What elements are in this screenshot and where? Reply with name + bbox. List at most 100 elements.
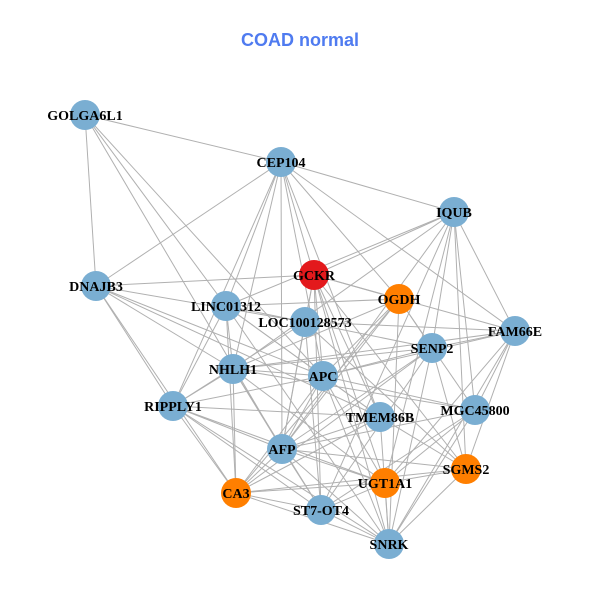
edge-ripply1-st7-ot4 — [172, 405, 322, 511]
node-label-ca3: CA3 — [222, 487, 249, 502]
node-golga6l1[interactable] — [70, 100, 100, 130]
edge-iqub-senp2 — [431, 211, 455, 349]
edge-iqub-fam66e — [453, 211, 516, 332]
node-iqub[interactable] — [439, 197, 469, 227]
node-label-afp: AFP — [268, 443, 296, 458]
node-label-loc100128573: LOC100128573 — [258, 316, 351, 331]
edge-ripply1-snrk — [172, 405, 390, 545]
edge-apc-mgc45800 — [322, 375, 476, 411]
edge-cep104-fam66e — [280, 161, 516, 332]
edge-iqub-gckr — [313, 211, 455, 276]
node-ogdh[interactable] — [384, 284, 414, 314]
edge-cep104-iqub — [280, 161, 455, 213]
edge-apc-ugt1a1 — [322, 375, 386, 484]
edge-sgms2-ca3 — [235, 468, 467, 494]
edge-fam66e-nhlh1 — [232, 330, 516, 370]
edge-tmem86b-ca3 — [235, 416, 381, 494]
node-snrk[interactable] — [374, 529, 404, 559]
edge-linc01312-ca3 — [225, 305, 237, 494]
edge-iqub-mgc45800 — [453, 211, 476, 411]
node-label-fam66e: FAM66E — [488, 325, 542, 340]
edge-gckr-ugt1a1 — [313, 274, 386, 484]
edge-dnajb3-ripply1 — [95, 285, 174, 407]
edge-senp2-snrk — [388, 347, 433, 545]
node-label-linc01312: LINC01312 — [191, 300, 261, 315]
edge-nhlh1-apc — [232, 368, 324, 377]
node-fam66e[interactable] — [500, 316, 530, 346]
edge-iqub-linc01312 — [225, 211, 455, 307]
node-linc01312[interactable] — [211, 291, 241, 321]
edge-cep104-ripply1 — [172, 161, 282, 407]
node-nhlh1[interactable] — [218, 354, 248, 384]
edge-cep104-dnajb3 — [95, 161, 282, 287]
edge-ripply1-ca3 — [172, 405, 237, 494]
edge-mgc45800-ugt1a1 — [384, 409, 476, 484]
edge-dnajb3-ca3 — [95, 285, 237, 494]
edge-ogdh-afp — [281, 298, 400, 450]
node-ugt1a1[interactable] — [370, 468, 400, 498]
edge-fam66e-ugt1a1 — [384, 330, 516, 484]
node-dnajb3[interactable] — [81, 271, 111, 301]
edge-afp-snrk — [281, 448, 390, 545]
node-cep104[interactable] — [266, 147, 296, 177]
diagram-title: COAD normal — [240, 30, 359, 50]
edge-gckr-sgms2 — [313, 274, 467, 470]
edge-senp2-ca3 — [235, 347, 433, 494]
edge-dnajb3-tmem86b — [95, 285, 381, 418]
edge-golga6l1-linc01312 — [84, 114, 227, 307]
node-senp2[interactable] — [417, 333, 447, 363]
node-tmem86b[interactable] — [365, 402, 395, 432]
edge-nhlh1-ugt1a1 — [232, 368, 386, 484]
edge-ogdh-apc — [322, 298, 400, 377]
node-label-dnajb3: DNAJB3 — [69, 280, 123, 295]
node-apc[interactable] — [308, 361, 338, 391]
node-label-senp2: SENP2 — [411, 342, 454, 357]
edge-nhlh1-mgc45800 — [232, 368, 476, 411]
edge-ripply1-afp — [172, 405, 283, 450]
edge-senp2-nhlh1 — [232, 347, 433, 370]
node-label-sgms2: SGMS2 — [443, 463, 490, 478]
edge-loc100128573-afp — [281, 321, 306, 450]
edge-linc01312-ripply1 — [172, 305, 227, 407]
edge-golga6l1-cep104 — [84, 114, 282, 163]
node-label-nhlh1: NHLH1 — [209, 363, 257, 378]
edge-ogdh-ca3 — [235, 298, 400, 494]
node-ripply1[interactable] — [158, 391, 188, 421]
node-mgc45800[interactable] — [460, 395, 490, 425]
node-st7-ot4[interactable] — [306, 495, 336, 525]
node-label-cep104: CEP104 — [257, 156, 306, 171]
node-label-iqub: IQUB — [436, 206, 472, 221]
node-loc100128573[interactable] — [290, 307, 320, 337]
edge-gckr-snrk — [313, 274, 390, 545]
edge-senp2-afp — [281, 347, 433, 450]
edge-loc100128573-st7-ot4 — [304, 321, 322, 511]
edge-tmem86b-afp — [281, 416, 381, 450]
edge-ripply1-tmem86b — [172, 405, 381, 418]
edge-gckr-fam66e — [313, 274, 516, 332]
nodes-layer — [70, 100, 530, 559]
edge-golga6l1-apc — [84, 114, 324, 377]
edges-layer — [84, 114, 516, 545]
labels-layer: GOLGA6L1CEP104IQUBDNAJB3GCKROGDHLINC0131… — [47, 109, 542, 553]
node-label-gckr: GCKR — [293, 269, 336, 284]
edge-apc-ripply1 — [172, 375, 324, 407]
edge-afp-sgms2 — [281, 448, 467, 470]
node-sgms2[interactable] — [451, 454, 481, 484]
edge-golga6l1-dnajb3 — [84, 114, 97, 287]
node-label-tmem86b: TMEM86B — [346, 411, 414, 426]
node-label-golga6l1: GOLGA6L1 — [47, 109, 122, 124]
edge-sgms2-snrk — [388, 468, 467, 545]
edge-senp2-sgms2 — [431, 347, 467, 470]
node-label-snrk: SNRK — [370, 538, 409, 553]
edge-cep104-afp — [280, 161, 283, 450]
edge-ogdh-linc01312 — [225, 298, 400, 307]
node-gckr[interactable] — [299, 260, 329, 290]
edge-cep104-linc01312 — [225, 161, 282, 307]
edge-afp-ugt1a1 — [281, 448, 386, 484]
node-afp[interactable] — [267, 434, 297, 464]
edge-cep104-gckr — [280, 161, 315, 276]
node-ca3[interactable] — [221, 478, 251, 508]
edge-apc-snrk — [322, 375, 390, 545]
